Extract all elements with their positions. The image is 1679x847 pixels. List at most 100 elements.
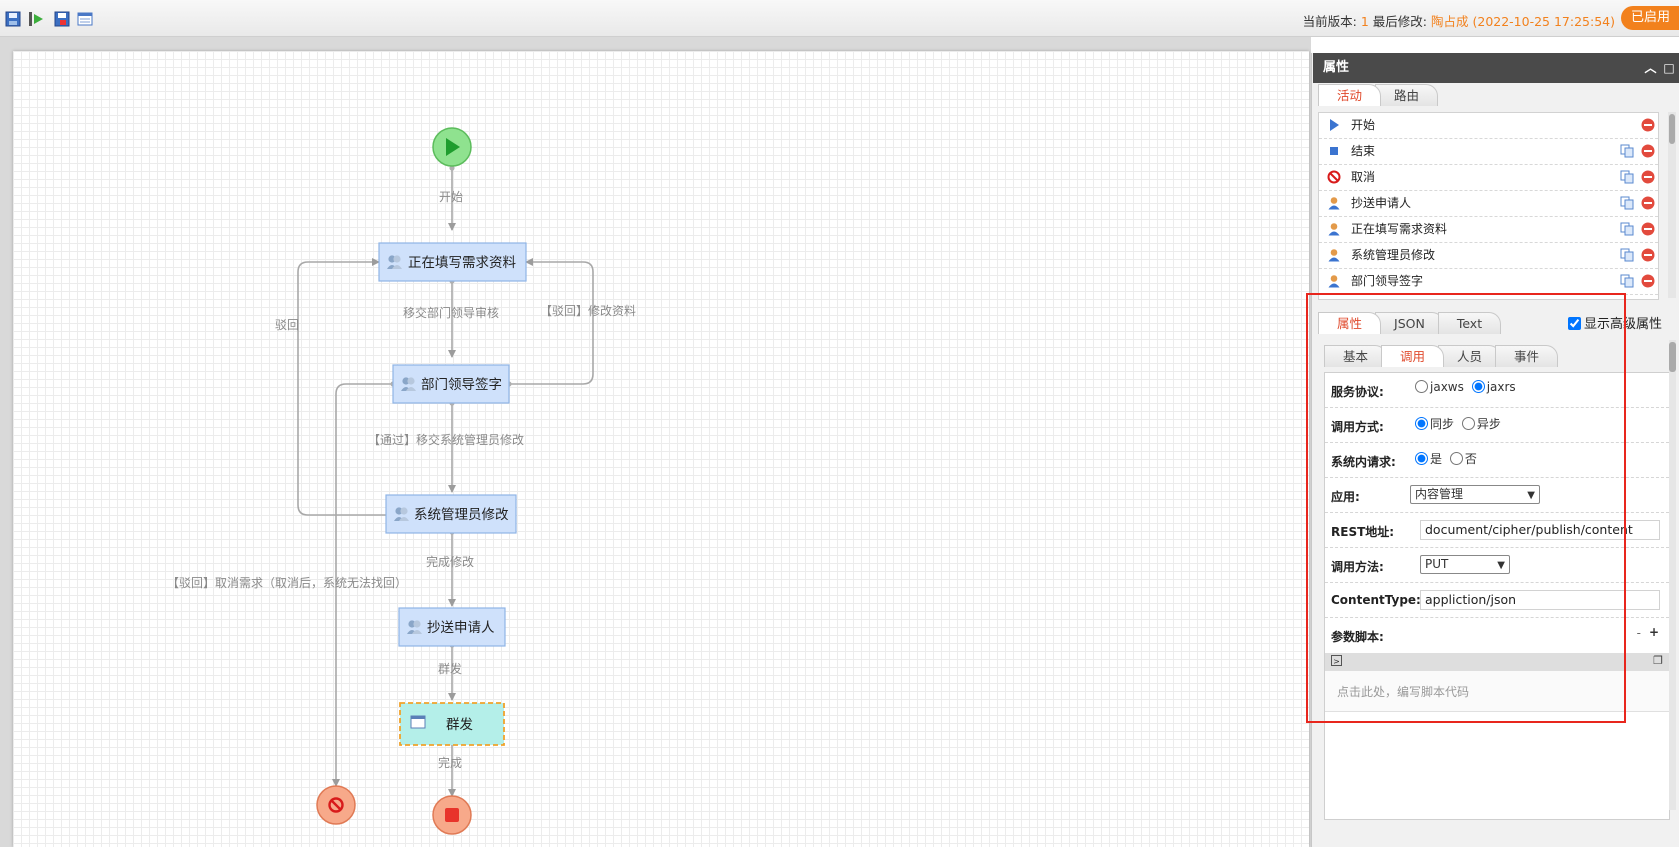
sub-tabs: 基本 调用 人员 事件 (1324, 345, 1559, 367)
flow-canvas[interactable]: 开始 移交部门领导审核 【驳回】修改资料 驳回 【通过】移交系统管理员修改 完成… (13, 51, 1309, 847)
version-info: 当前版本: 1 最后修改: 陶占成 (2022-10-25 17:25:54) (1303, 11, 1615, 30)
save-as-icon[interactable] (53, 10, 71, 28)
user-icon (1328, 275, 1340, 288)
delete-icon[interactable] (1641, 274, 1655, 288)
node-fill-requirement[interactable]: 正在填写需求资料 (378, 242, 527, 282)
copy-icon[interactable] (1620, 222, 1634, 236)
activity-list: 开始 结束 取消 抄送申请人 正在填写需求资料 系统管理员修改 部门领导签字 (1318, 112, 1659, 300)
edge-label-cancel[interactable]: 【驳回】取消需求（取消后，系统无法找回） (167, 576, 407, 590)
edge-label-start[interactable]: 开始 (439, 190, 463, 204)
mode-radio-sync[interactable] (1415, 417, 1428, 430)
advanced-checkbox[interactable] (1568, 317, 1581, 330)
list-item[interactable]: 开始 (1319, 113, 1658, 139)
advanced-label: 显示高级属性 (1584, 317, 1663, 332)
internal-radio-no[interactable] (1449, 452, 1463, 465)
edge-reject (297, 258, 389, 516)
user-icon (1328, 249, 1340, 262)
user-icon (1328, 197, 1340, 210)
tab-route[interactable]: 路由 (1375, 84, 1439, 106)
maximize-icon[interactable]: □ (1663, 61, 1675, 75)
user-group-icon (401, 377, 416, 391)
window-icon[interactable] (76, 10, 94, 28)
script-editor[interactable]: 点击此处，编写脚本代码 (1325, 671, 1669, 712)
toolbar: 当前版本: 1 最后修改: 陶占成 (2022-10-25 17:25:54) … (0, 0, 1679, 37)
chevron-down-icon: ▼ (1497, 560, 1505, 571)
copy-icon[interactable] (1620, 170, 1634, 184)
status-badge[interactable]: 已启用 (1621, 6, 1679, 30)
start-node[interactable] (432, 127, 472, 167)
modified-time: (2022-10-25 17:25:54) (1472, 14, 1615, 29)
edge-label-submit[interactable]: 移交部门领导审核 (403, 305, 499, 320)
edge-label-broadcast[interactable]: 群发 (438, 661, 462, 676)
node-label: 群发 (446, 717, 473, 733)
delete-icon[interactable] (1641, 248, 1655, 262)
node-broadcast[interactable]: 群发 (399, 702, 505, 746)
restore-icon[interactable]: ❐ (1653, 654, 1663, 667)
list-item[interactable]: 结束 (1319, 139, 1658, 165)
delete-icon[interactable] (1641, 144, 1655, 158)
edge-label-done-edit[interactable]: 完成修改 (426, 554, 474, 569)
end-icon (1330, 147, 1338, 155)
publish-icon[interactable] (27, 10, 45, 28)
cancel-node[interactable] (316, 785, 356, 825)
edge-label-finish[interactable]: 完成 (438, 755, 462, 770)
invoke-form: 服务协议: jaxws jaxrs 调用方式: 同步 异步 系统内请求: 是 否… (1324, 372, 1670, 820)
tab-events[interactable]: 事件 (1495, 345, 1559, 367)
method-row: 调用方法: PUT▼ (1325, 548, 1669, 583)
node-cc-applicant[interactable]: 抄送申请人 (398, 607, 506, 647)
node-label: 部门领导签字 (421, 376, 502, 393)
node-admin-edit[interactable]: 系统管理员修改 (385, 494, 517, 534)
delete-icon[interactable] (1641, 170, 1655, 184)
mode-radios: 同步 异步 (1415, 415, 1505, 432)
list-item[interactable]: 部门领导签字 (1319, 269, 1658, 295)
delete-icon[interactable] (1641, 118, 1655, 132)
rest-address-input[interactable]: document/cipher/publish/content (1420, 520, 1660, 540)
activity-tabs: 活动 路由 (1318, 84, 1439, 106)
copy-icon[interactable] (1620, 144, 1634, 158)
tab-json[interactable]: JSON (1375, 312, 1444, 334)
app-select[interactable]: 内容管理▼ (1410, 485, 1540, 504)
internal-radios: 是 否 (1415, 450, 1481, 467)
modified-by: 陶占成 (1430, 14, 1469, 29)
method-select[interactable]: PUT▼ (1420, 555, 1510, 574)
delete-icon[interactable] (1641, 196, 1655, 210)
advanced-toggle[interactable]: 显示高级属性 (1568, 313, 1662, 332)
activity-list-scrollbar[interactable] (1668, 112, 1676, 298)
plus-icon[interactable]: + (1648, 625, 1659, 639)
copy-icon[interactable] (1620, 274, 1634, 288)
edge-label-reject[interactable]: 驳回 (275, 318, 299, 332)
save-icon[interactable] (4, 10, 22, 28)
minus-icon[interactable]: - (1636, 626, 1641, 640)
delete-icon[interactable] (1641, 222, 1655, 236)
mode-label: 调用方式: (1331, 420, 1384, 434)
content-type-input[interactable]: appliction/json (1420, 590, 1660, 610)
list-item[interactable]: 系统管理员修改 (1319, 243, 1658, 269)
node-dept-sign[interactable]: 部门领导签字 (392, 364, 510, 404)
protocol-label: 服务协议: (1331, 385, 1384, 399)
app-label: 应用: (1331, 490, 1360, 504)
list-item[interactable]: 取消 (1319, 165, 1658, 191)
protocol-radio-jaxrs[interactable] (1471, 380, 1485, 393)
tab-invoke[interactable]: 调用 (1381, 345, 1445, 367)
internal-radio-yes[interactable] (1415, 452, 1428, 465)
app-row: 应用: 内容管理▼ (1325, 478, 1669, 513)
version-label: 当前版本: (1302, 14, 1361, 29)
edge-label-reject-edit[interactable]: 【驳回】修改资料 (540, 303, 636, 318)
content-type-label: ContentType: (1331, 593, 1421, 607)
method-label: 调用方法: (1331, 560, 1384, 574)
list-item[interactable]: 抄送申请人 (1319, 191, 1658, 217)
list-item[interactable]: 正在填写需求资料 (1319, 217, 1658, 243)
console-icon[interactable]: > (1331, 655, 1342, 666)
protocol-radio-jaxws[interactable] (1415, 380, 1428, 393)
copy-icon[interactable] (1620, 248, 1634, 262)
copy-icon[interactable] (1620, 196, 1634, 210)
tab-properties[interactable]: 属性 (1318, 312, 1382, 334)
tab-activity[interactable]: 活动 (1318, 84, 1382, 106)
collapse-icon[interactable]: ︿ (1644, 61, 1657, 75)
end-node[interactable] (432, 795, 472, 835)
tab-text[interactable]: Text (1437, 312, 1502, 334)
panel-header: 属性 ︿ □ (1313, 53, 1679, 83)
mode-radio-async[interactable] (1461, 417, 1475, 430)
edge-label-pass[interactable]: 【通过】移交系统管理员修改 (368, 432, 524, 447)
form-scrollbar[interactable] (1669, 340, 1676, 810)
